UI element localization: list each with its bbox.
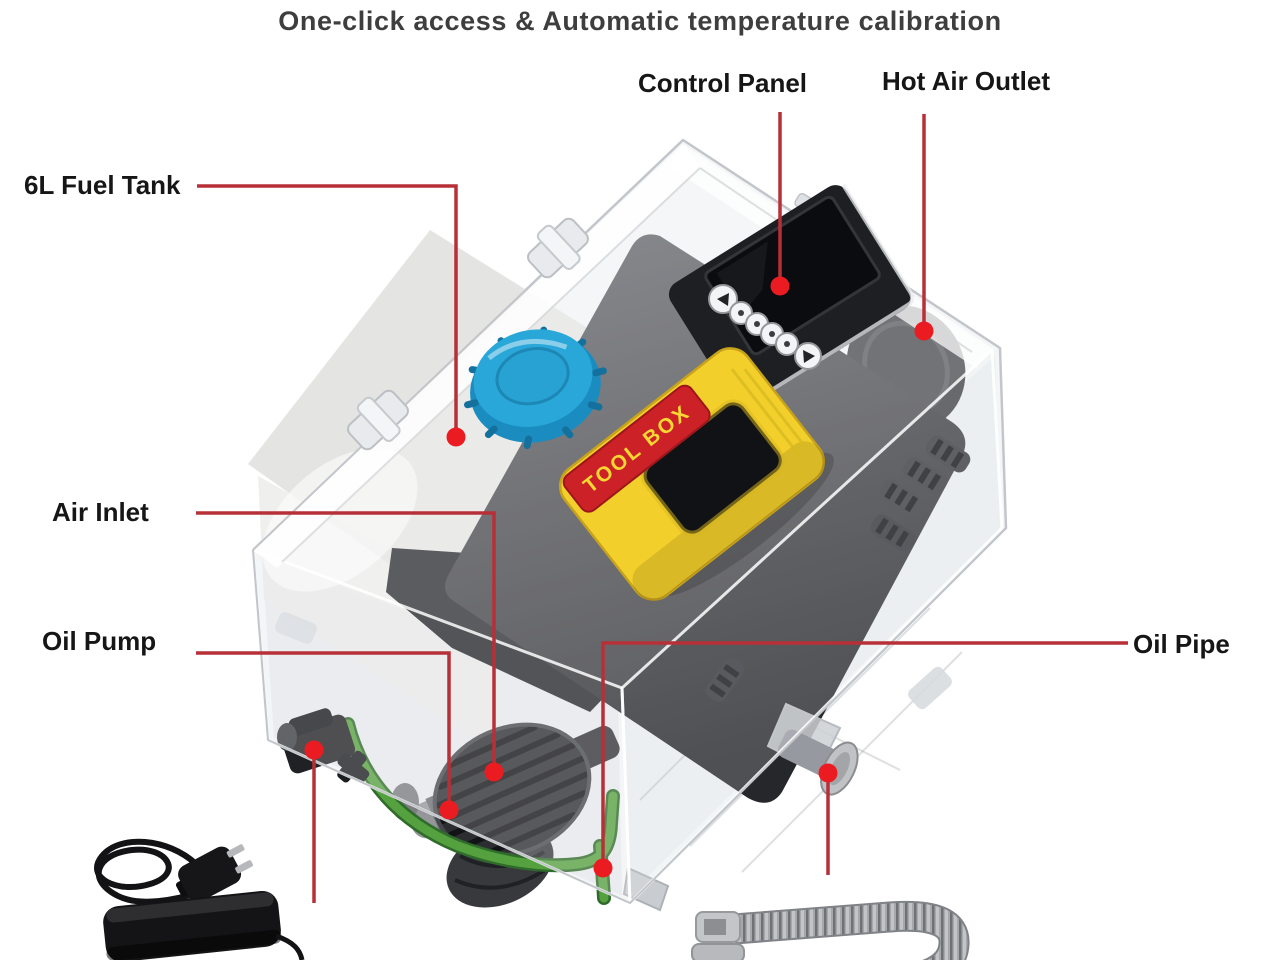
oil-pipe-callout-dot <box>593 858 613 878</box>
label-control-panel: Control Panel <box>638 68 808 98</box>
oil-pipe-callout-line <box>601 641 1128 868</box>
tool-box-handle: TOOL BOX <box>558 347 834 602</box>
heater-vents <box>705 435 971 703</box>
page-title: One-click access & Automatic temperature… <box>278 6 1002 36</box>
panel-right-arrow-icon <box>803 350 815 363</box>
label-oil-pipe: Oil Pipe <box>1133 629 1230 659</box>
panel-left-arrow-icon <box>717 293 729 306</box>
power-socket-callout-dot <box>304 740 324 760</box>
power-plug <box>175 844 253 903</box>
label-air-inlet: Air Inlet <box>52 497 149 527</box>
hot-air-outlet-callout-dot <box>914 321 934 341</box>
callout-lines <box>196 112 1128 903</box>
air-inlet-callout-line <box>196 511 496 772</box>
oil-pump-callout-line <box>196 651 451 810</box>
label-fuel-tank: 6L Fuel Tank <box>24 170 181 200</box>
power-brick <box>103 890 282 960</box>
label-oil-pump: Oil Pump <box>42 626 157 656</box>
label-hot-air-outlet: Hot Air Outlet <box>882 66 1051 96</box>
tool-box-label-strip <box>562 384 711 513</box>
air-inlet-filter <box>432 722 620 858</box>
power-adapter <box>94 838 305 960</box>
control-panel <box>668 183 915 413</box>
control-panel-buttons <box>708 284 822 370</box>
control-panel-callout-dot <box>770 276 790 296</box>
callout-dots <box>304 276 934 878</box>
duct-hose <box>691 900 970 960</box>
fuel-tank-callout-line <box>197 184 458 437</box>
fuel-tank-callout-dot <box>446 427 466 447</box>
side-port-callout-dot <box>818 763 838 783</box>
oil-pump-callout-dot <box>439 800 459 820</box>
fuel-tank-cap <box>464 326 607 450</box>
power-cable <box>94 838 203 905</box>
air-inlet-callout-dot <box>484 762 504 782</box>
